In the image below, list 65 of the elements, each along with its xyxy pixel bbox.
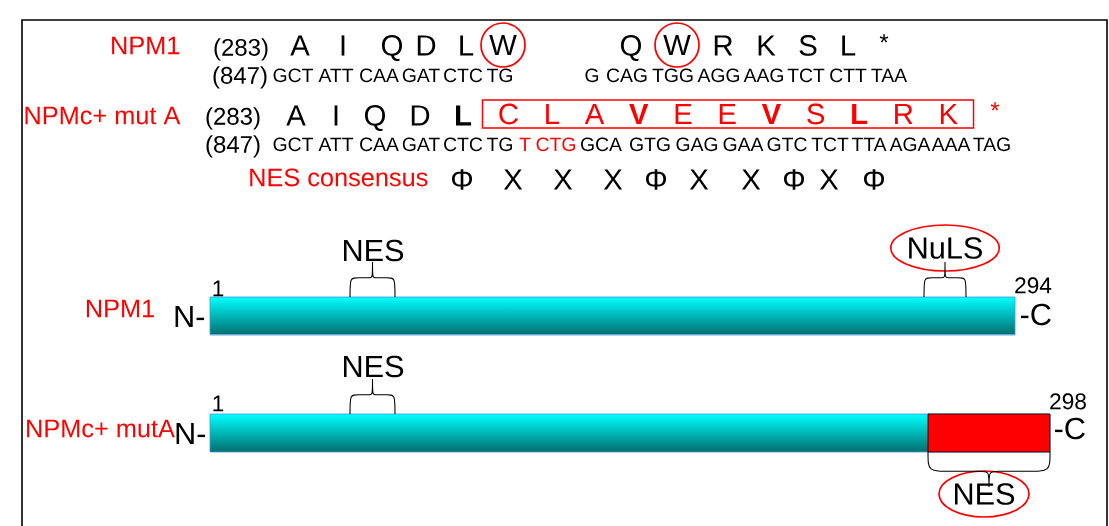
amino-acid: L (460, 35, 474, 56)
amino-acid: A (290, 35, 310, 56)
amino-acid: K (758, 35, 776, 56)
circled-residue: W (480, 22, 526, 68)
domain-label: NES (344, 239, 404, 262)
amino-acid: L (456, 105, 472, 126)
consensus-symbol: X (741, 169, 761, 190)
circled-residue: W (654, 22, 700, 68)
position-number: 1 (213, 395, 224, 412)
codon: TAG (973, 137, 1010, 152)
protein-name: NPMc+ mutA (27, 419, 175, 438)
consensus-symbol: Φ (864, 169, 885, 190)
residue-number: (847) (213, 66, 267, 89)
residue-number: (283) (214, 38, 268, 61)
amino-acid: I (341, 35, 345, 56)
codon: ATT (318, 137, 354, 151)
terminus-label: -C (1020, 303, 1051, 326)
amino-acid: Q (621, 35, 641, 62)
amino-acid: D (417, 35, 436, 56)
terminus-label: N- (176, 422, 206, 445)
codon: TGG (652, 68, 693, 83)
codon: GAT (402, 68, 440, 83)
codon: CAG (607, 68, 647, 83)
mutant-sequence-box: C L A V E E V S L R K (481, 99, 975, 129)
amino-acid: I (334, 105, 338, 126)
consensus-symbol: Φ (646, 169, 667, 190)
codon: ATT (318, 68, 354, 82)
protein-name: NPMc+ mut A (25, 106, 181, 125)
codon: CAA (360, 68, 399, 83)
codon: CTC (444, 68, 483, 83)
codon: GAT (402, 137, 440, 152)
position-number: 298 (1050, 393, 1086, 410)
consensus-symbol: X (553, 169, 573, 190)
terminus-label: -C (1054, 417, 1085, 440)
codon: AAG (743, 68, 783, 83)
consensus-symbol: X (689, 169, 709, 190)
consensus-name: NES consensus (250, 168, 428, 187)
protein-name: NPM1 (112, 36, 180, 55)
consensus-symbol: Φ (784, 169, 805, 190)
codon: CAA (360, 137, 399, 152)
consensus-symbol: X (819, 169, 839, 190)
consensus-symbol: Φ (452, 169, 473, 190)
protein-name: NPM1 (86, 299, 154, 318)
codon: GCT (273, 137, 313, 152)
amino-acid: Q (365, 105, 385, 132)
codon: CTC (444, 137, 483, 152)
codon: GCT (273, 68, 313, 83)
amino-acid: Q (382, 35, 402, 62)
amino-acid: L (842, 35, 856, 56)
residue-number: (847) (206, 135, 260, 158)
amino-acid: R (714, 35, 733, 56)
codon: TAA (871, 68, 908, 82)
protein-bar (209, 296, 1016, 336)
consensus-symbol: X (503, 169, 523, 190)
mutant-segment (927, 413, 1051, 453)
codon: AGG (697, 68, 740, 83)
codon: G (585, 68, 599, 83)
amino-acid: S (799, 35, 817, 56)
amino-acid: A (286, 105, 306, 126)
stop-mark: * (879, 34, 889, 43)
consensus-symbol: X (603, 169, 623, 190)
residue-number: (283) (206, 107, 260, 130)
position-number: 294 (1015, 277, 1052, 294)
amino-acid: D (411, 105, 430, 126)
codon: TG (487, 68, 512, 83)
